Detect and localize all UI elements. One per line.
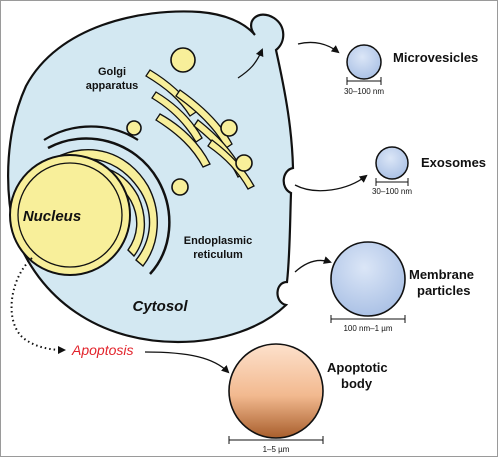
membrane-particle-size: 100 nm–1 µm (343, 324, 392, 333)
intracellular-vesicles (126, 47, 253, 196)
microvesicle-label: Microvesicles (393, 50, 478, 65)
golgi-label-line2: apparatus (86, 80, 139, 92)
membrane-particle-label-line2: particles (417, 283, 470, 298)
nucleus-label: Nucleus (23, 208, 81, 225)
exosome: 30–100 nm Exosomes (372, 146, 486, 196)
arrow-to-microvesicles (237, 48, 264, 79)
apoptotic-body-label-line1: Apoptotic (327, 360, 388, 375)
exosome-scale-bar (375, 178, 409, 186)
apoptotic-body-size: 1–5 µm (263, 445, 290, 454)
cytosol-label: Cytosol (132, 298, 188, 315)
apoptosis-label: Apoptosis (71, 342, 133, 358)
microvesicle: 30–100 nm Microvesicles (344, 44, 478, 96)
apoptotic-body-label-line2: body (341, 376, 373, 391)
arrow-to-exosomes (294, 174, 368, 192)
arrow-to-membrane-particles (294, 256, 332, 273)
golgi-label-line1: Golgi (98, 66, 126, 78)
apoptotic-body: 1–5 µm Apoptotic body (228, 343, 388, 454)
exosome-label: Exosomes (421, 155, 486, 170)
membrane-particle: 100 nm–1 µm Membrane particles (330, 241, 474, 333)
arrow-apoptosis-to-body (144, 351, 230, 374)
golgi-apparatus (145, 69, 255, 190)
microvesicle-scale-bar (346, 77, 382, 85)
arrow-from-bleb-to-microvesicles (297, 41, 340, 54)
release-arrows (10, 41, 368, 374)
er-label-line2: reticulum (193, 249, 243, 261)
dotted-arrow-to-apoptosis (10, 257, 66, 354)
exosome-size: 30–100 nm (372, 187, 412, 196)
er-label-line1: Endoplasmic (184, 235, 252, 247)
nucleus (9, 154, 131, 276)
membrane-particle-scale-bar (330, 315, 406, 323)
apoptotic-body-scale-bar (228, 436, 324, 444)
microvesicle-size: 30–100 nm (344, 87, 384, 96)
membrane-particle-label-line1: Membrane (409, 267, 474, 282)
